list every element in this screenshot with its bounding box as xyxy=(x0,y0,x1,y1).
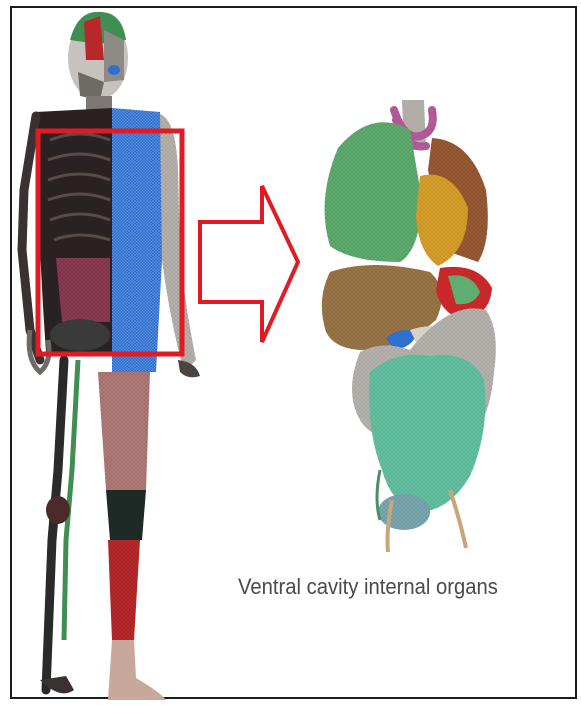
internal-organs-mesh xyxy=(322,100,496,552)
human-body-mesh xyxy=(22,12,200,700)
torso-skeleton xyxy=(36,108,114,352)
right-leg-mesh xyxy=(98,372,166,700)
left-leg-skeleton xyxy=(40,360,78,693)
torso-muscle xyxy=(112,108,164,372)
figure-caption: Ventral cavity internal organs xyxy=(238,574,498,600)
head xyxy=(68,12,128,100)
right-arrow-outline xyxy=(200,186,298,342)
